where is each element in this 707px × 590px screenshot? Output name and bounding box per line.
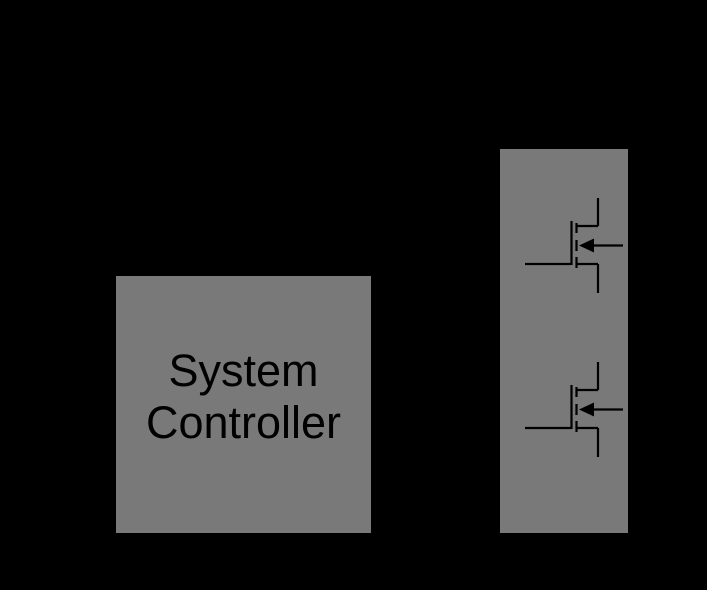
system-controller-label-line-1: System (168, 345, 319, 396)
nmos-transistor-icon (525, 362, 623, 457)
system-controller-label-line-2: Controller (145, 397, 342, 448)
system-controller-block: System Controller (116, 276, 371, 533)
mosfet-terminal-leads (525, 362, 623, 457)
mosfet-body-arrow-icon (579, 402, 594, 417)
transistor-bank-block (500, 149, 628, 533)
mosfet-terminal-leads (525, 198, 623, 293)
nmos-transistor-icon (525, 198, 623, 293)
mosfet-body-arrow-icon (579, 238, 594, 253)
system-controller-label: System Controller (146, 345, 341, 449)
